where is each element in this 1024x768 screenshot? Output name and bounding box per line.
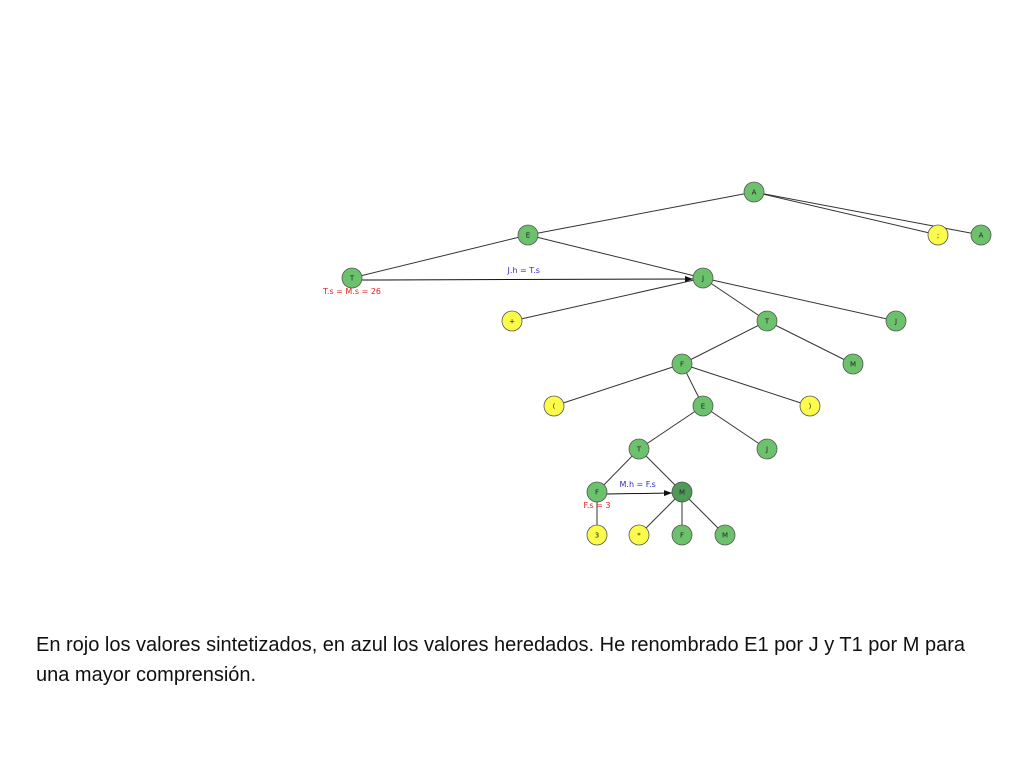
- node-label: F: [680, 532, 684, 540]
- inheritance-arrow: [606, 490, 673, 497]
- node-circle: [628, 524, 650, 546]
- inherited-value-label: J.h = T.s: [507, 266, 540, 275]
- node-circle: [692, 267, 714, 289]
- node-circle: [586, 524, 608, 546]
- tree-node-a1: A: [970, 224, 992, 246]
- tree-node-e0: E: [517, 224, 539, 246]
- node-circle: [842, 353, 864, 375]
- tree-edge-t1-f0: [681, 320, 768, 365]
- inheritance-arrows: J.h = T.sM.h = F.s: [361, 266, 694, 497]
- node-label: J: [701, 275, 704, 283]
- node-label: 3: [595, 532, 599, 540]
- tree-node-j1: J: [885, 310, 907, 332]
- synthesized-value-label: F.s = 3: [584, 501, 611, 510]
- node-label: T: [636, 446, 642, 454]
- node-label: M: [679, 489, 685, 497]
- node-label: M: [850, 361, 856, 369]
- node-circle: [756, 438, 778, 460]
- tree-node-j0: J: [692, 267, 714, 289]
- node-label: ;: [937, 232, 939, 240]
- tree-node-f0: F: [671, 353, 693, 375]
- node-circle: [799, 395, 821, 417]
- node-circle: [756, 310, 778, 332]
- tree-node-t0: T: [341, 267, 363, 289]
- caption-text: En rojo los valores sintetizados, en azu…: [36, 634, 966, 686]
- tree-edges: [351, 191, 982, 536]
- node-label: T: [764, 318, 770, 326]
- tree-node-star: *: [628, 524, 650, 546]
- node-label: E: [701, 403, 705, 411]
- tree-node-j2: J: [756, 438, 778, 460]
- tree-edge-j0-j1: [702, 277, 897, 322]
- node-label: E: [526, 232, 530, 240]
- inherited-value-label: M.h = F.s: [620, 480, 656, 489]
- node-label: M: [722, 532, 728, 540]
- tree-edge-a0-e0: [527, 191, 755, 236]
- tree-node-t2: T: [628, 438, 650, 460]
- node-circle: [543, 395, 565, 417]
- tree-edge-a0-a1: [753, 191, 982, 236]
- node-label: (: [553, 403, 556, 411]
- node-circle: [517, 224, 539, 246]
- tree-node-t1: T: [756, 310, 778, 332]
- tree-node-m2: M: [714, 524, 736, 546]
- node-circle: [714, 524, 736, 546]
- tree-edge-f0-rpar: [681, 363, 811, 407]
- tree-edge-e1-t2: [638, 405, 704, 450]
- node-label: T: [349, 275, 355, 283]
- node-circle: [671, 353, 693, 375]
- node-circle: [341, 267, 363, 289]
- tree-edge-e0-j0: [527, 234, 704, 279]
- tree-node-rpar: ): [799, 395, 821, 417]
- node-circle: [501, 310, 523, 332]
- node-circle: [628, 438, 650, 460]
- node-circle: [692, 395, 714, 417]
- node-label: F: [680, 361, 684, 369]
- node-circle: [586, 481, 608, 503]
- node-label: J: [894, 318, 897, 326]
- node-circle: [927, 224, 949, 246]
- node-label: +: [509, 318, 515, 326]
- tree-node-three: 3: [586, 524, 608, 546]
- synthesized-value-label: T.s = M.s = 26: [322, 287, 381, 296]
- tree-node-m0: M: [842, 353, 864, 375]
- node-label: A: [979, 232, 984, 240]
- synthesized-annotations: T.s = M.s = 26 F.s = 3: [322, 287, 610, 510]
- node-label: ): [809, 403, 812, 411]
- node-label: F: [595, 489, 599, 497]
- node-circle: [743, 181, 765, 203]
- tree-nodes: A E; A T J + T J F M ( E) T J F M 3 * F M: [341, 181, 992, 546]
- node-label: *: [637, 532, 641, 540]
- node-label: A: [752, 189, 757, 197]
- tree-edge-e0-t0: [351, 234, 529, 279]
- tree-node-plus: +: [501, 310, 523, 332]
- tree-edge-f0-lpar: [553, 363, 683, 407]
- node-circle: [970, 224, 992, 246]
- tree-edge-a0-semi: [753, 191, 939, 236]
- tree-node-f2: F: [671, 524, 693, 546]
- tree-node-a0: A: [743, 181, 765, 203]
- node-circle: [671, 524, 693, 546]
- tree-node-e1: E: [692, 395, 714, 417]
- tree-edge-j0-plus: [511, 277, 704, 322]
- tree-node-lpar: (: [543, 395, 565, 417]
- node-circle: [671, 481, 693, 503]
- tree-node-f1: F: [586, 481, 608, 503]
- node-circle: [885, 310, 907, 332]
- tree-node-m1: M: [671, 481, 693, 503]
- inheritance-arrow: [361, 276, 694, 283]
- tree-edge-e1-j2: [702, 405, 768, 450]
- tree-edge-t1-m0: [766, 320, 854, 365]
- tree-node-semi: ;: [927, 224, 949, 246]
- tree-edge-j0-t1: [702, 277, 768, 322]
- node-label: J: [765, 446, 768, 454]
